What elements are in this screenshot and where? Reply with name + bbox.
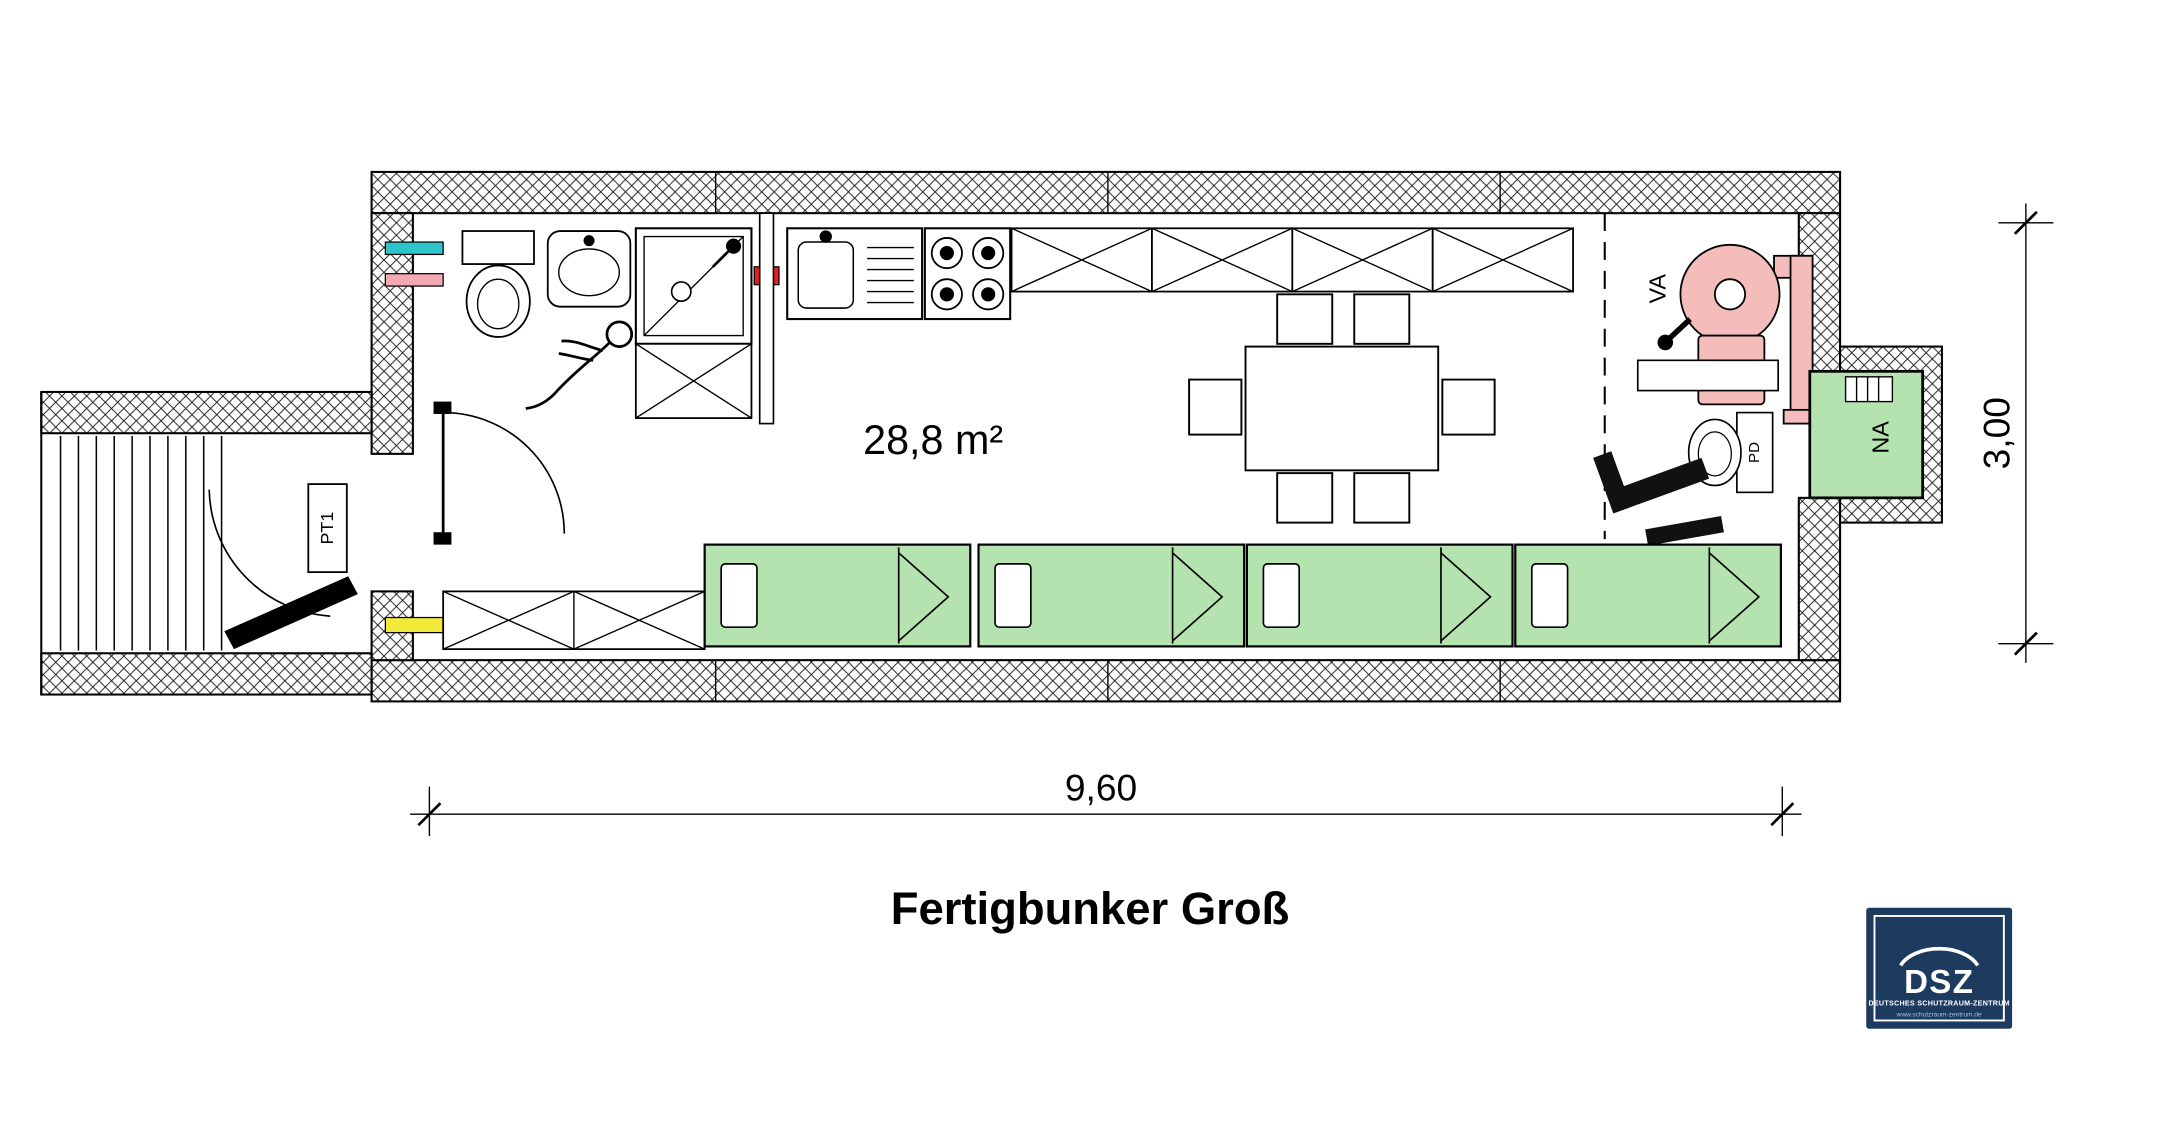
blanket-fold [1708,547,1761,644]
emergency-exit: NA [1808,369,1925,500]
dimension-width: 9,60 [410,766,1802,837]
dining-table [1244,345,1440,472]
air-filter-unit [1657,243,1821,425]
ventilation-room: VA PD [1593,213,1821,546]
toilet-bowl-inner [476,278,520,330]
logo-border [1873,914,2005,1022]
air-intake-marker [384,241,444,256]
chair [1276,472,1334,524]
door-pt1: PT1 [208,483,358,650]
pd-label: PD [1746,442,1763,463]
washbasin-faucet-icon [583,235,595,247]
chair [1353,472,1411,524]
bed [1514,543,1783,648]
washbasin-bowl [558,248,621,297]
shower-drain-icon [670,281,692,303]
chair [1353,293,1411,345]
wall-top [370,170,1842,215]
storage-cabinets-top [1010,227,1574,293]
door-leaf [224,576,358,650]
crank-handle-icon [1666,317,1692,342]
logo-url: www.schutzraum-zentrum.de [1896,1011,1982,1018]
logo-dome-icon [1899,946,1980,967]
chair [1276,293,1334,345]
shower-head-icon [725,238,742,254]
dsz-logo: DSZ DEUTSCHES SCHUTZRAUM-ZENTRUM www.sch… [1866,907,2013,1029]
emergency-exit-label: NA [1867,421,1893,454]
cable-duct-marker [384,616,444,634]
door-pt1-label: PT1 [317,512,337,545]
shower-head-arm [711,250,730,268]
corridor-wall-bottom [40,652,373,696]
ventilation-label: VA [1644,274,1670,304]
corridor-wall-top [40,390,373,435]
pillow [1262,563,1301,628]
bathroom-partition [758,212,775,425]
exit-ladder [1844,376,1894,403]
pd-toilet-tank [1736,411,1774,494]
stair-treads [59,435,223,651]
person-figure [525,320,634,410]
wall-right-lower [1797,496,1842,662]
kitchen-sink-bowl [797,241,855,309]
wall-bottom [370,659,1842,703]
chair [1188,378,1243,436]
bed [977,543,1246,648]
blanket-fold [1171,547,1224,644]
pillow [1530,563,1569,628]
bed [703,543,972,648]
wall-segment-joints [714,171,1501,702]
chair [1441,378,1496,436]
drainboard-ribs [867,246,914,304]
blanket-fold [897,547,950,644]
width-dimension-label: 9,60 [1065,766,1137,808]
entrance-stairs [40,391,223,695]
door-jamb-bottom [433,532,452,545]
pillow [720,563,758,628]
equipment-bench [1636,359,1779,392]
interior-door [433,401,566,545]
area-label: 28,8 m² [863,417,1003,463]
stove-burners [930,237,1005,311]
storage-cabinet-bottom [442,590,706,651]
shower-cabinet-x [635,343,752,419]
chair-black [1593,451,1724,546]
blanket-fold [1440,547,1492,644]
toilet-tank [461,230,535,265]
bunker-walls [40,170,1943,703]
dimension-height: 3,00 [1975,203,2054,663]
door-jamb-top [433,401,452,414]
pipe-marker [384,273,444,287]
ladder-rungs [1855,376,1880,402]
bed [1245,543,1514,648]
height-dimension-label: 3,00 [1975,397,2017,469]
plan-title: Fertigbunker Groß [891,883,1290,934]
dimension-ticks [417,802,1795,827]
kitchen-faucet-icon [819,230,832,243]
bathroom [461,212,775,425]
pillow [994,563,1032,628]
beds [703,543,1783,648]
kitchen [786,227,1012,321]
door-frame [307,483,348,574]
interior-door-arc [443,411,566,534]
logo-background [1866,907,2013,1029]
logo-name: DEUTSCHES SCHUTZRAUM-ZENTRUM [1868,999,2009,1007]
dining-table-group [1188,293,1496,524]
dimension-ticks [2013,210,2038,656]
logo-abbr: DSZ [1904,963,1974,1000]
